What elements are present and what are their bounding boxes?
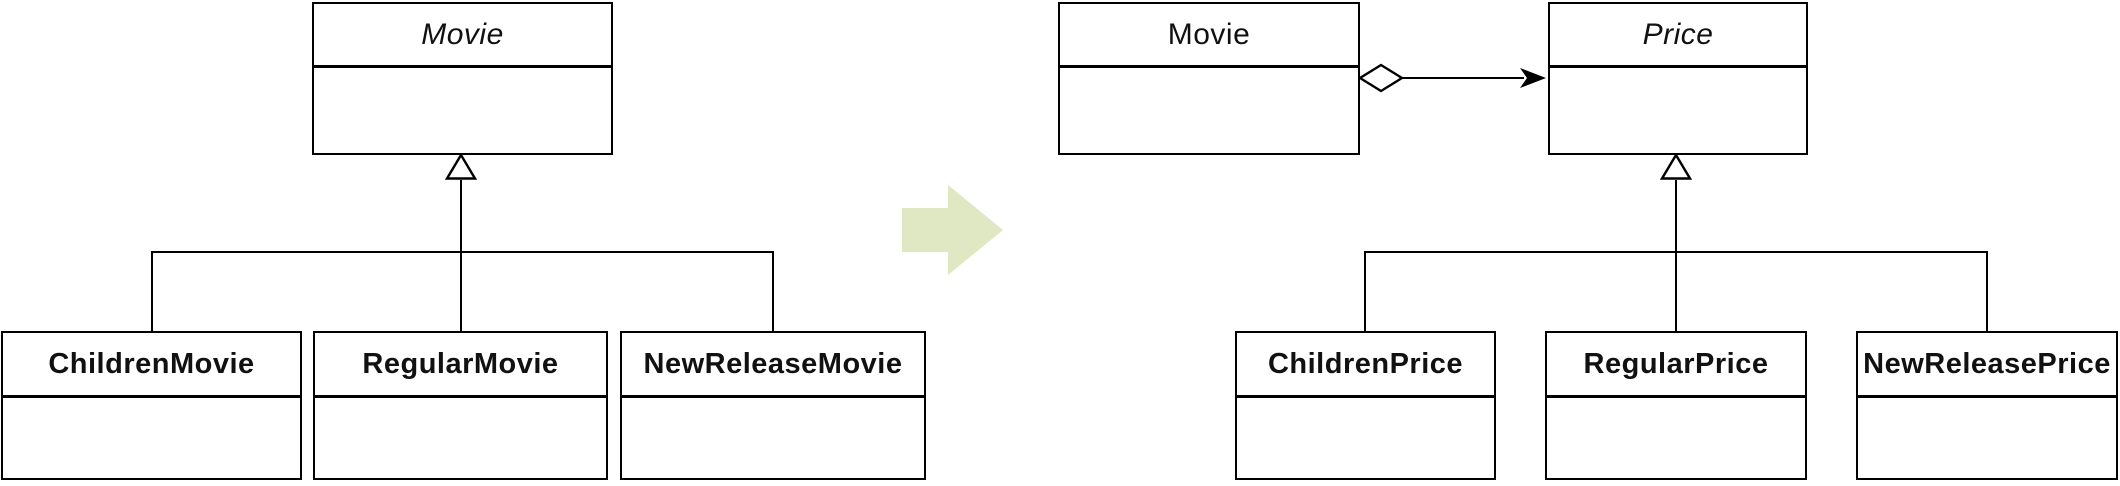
class-box-movie-before: Movie xyxy=(312,2,613,155)
aggregation-diamond-icon xyxy=(1358,63,1404,93)
generalization-trunk-line-after xyxy=(1675,180,1677,331)
generalization-drop-childrenmovie xyxy=(151,251,153,331)
class-box-newreleasemovie: NewReleaseMovie xyxy=(620,331,926,480)
generalization-horizontal-line-before xyxy=(151,251,774,253)
class-attributes-regularprice xyxy=(1547,398,1805,478)
class-name-newreleaseprice: NewReleasePrice xyxy=(1858,333,2116,398)
class-attributes-newreleaseprice xyxy=(1858,398,2116,478)
class-name-regularprice: RegularPrice xyxy=(1547,333,1805,398)
class-attributes-childrenmovie xyxy=(3,398,300,478)
class-name-regularmovie: RegularMovie xyxy=(315,333,606,398)
association-line-movie-price xyxy=(1402,77,1524,79)
generalization-trunk-line-before xyxy=(460,180,462,331)
class-box-price: Price xyxy=(1548,2,1808,155)
class-name-childrenprice: ChildrenPrice xyxy=(1237,333,1494,398)
class-attributes-childrenprice xyxy=(1237,398,1494,478)
class-box-regularmovie: RegularMovie xyxy=(313,331,608,480)
class-box-childrenmovie: ChildrenMovie xyxy=(1,331,302,480)
class-box-newreleaseprice: NewReleasePrice xyxy=(1856,331,2118,480)
class-attributes-movie-before xyxy=(314,68,611,153)
class-name-movie-before: Movie xyxy=(314,4,611,68)
generalization-triangle-icon xyxy=(1660,153,1692,180)
class-attributes-movie-after xyxy=(1060,68,1358,153)
class-name-price: Price xyxy=(1550,4,1806,68)
generalization-triangle-icon xyxy=(445,153,477,180)
class-attributes-price xyxy=(1550,68,1806,153)
generalization-drop-childrenprice xyxy=(1364,251,1366,331)
class-attributes-newreleasemovie xyxy=(622,398,924,478)
class-name-newreleasemovie: NewReleaseMovie xyxy=(622,333,924,398)
association-arrowhead-icon xyxy=(1520,68,1546,88)
class-box-regularprice: RegularPrice xyxy=(1545,331,1807,480)
class-box-childrenprice: ChildrenPrice xyxy=(1235,331,1496,480)
transform-arrow-icon xyxy=(902,185,1003,275)
class-attributes-regularmovie xyxy=(315,398,606,478)
generalization-drop-newreleaseprice xyxy=(1986,251,1988,331)
generalization-horizontal-line-after xyxy=(1364,251,1988,253)
generalization-drop-newreleasemovie xyxy=(772,251,774,331)
class-name-movie-after: Movie xyxy=(1060,4,1358,68)
class-box-movie-after: Movie xyxy=(1058,2,1360,155)
class-name-childrenmovie: ChildrenMovie xyxy=(3,333,300,398)
